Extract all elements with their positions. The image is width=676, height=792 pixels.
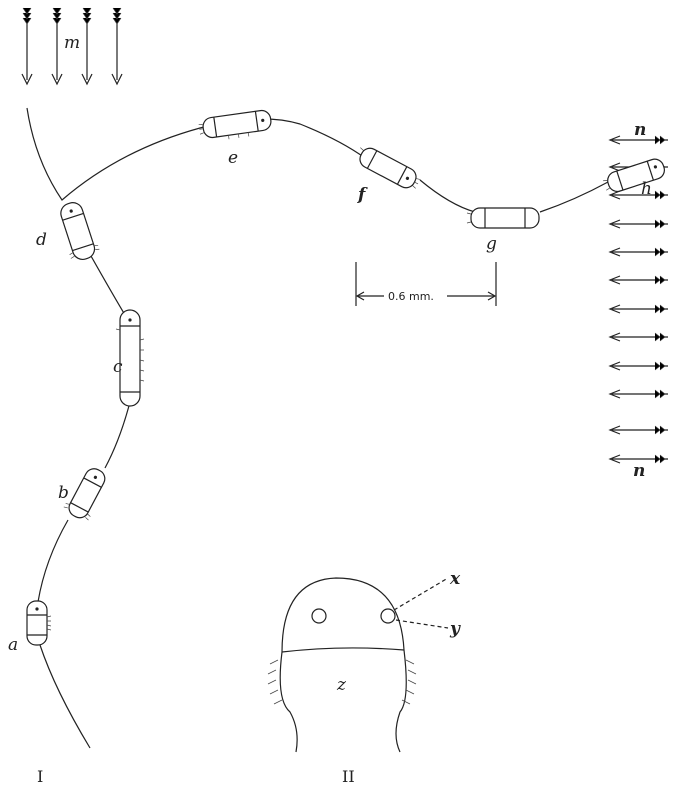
path-trace	[26, 107, 609, 749]
label-d: d	[36, 230, 47, 250]
organism-f	[359, 147, 421, 189]
organism-e	[198, 109, 272, 140]
label-x: x	[449, 569, 461, 589]
arrow-m-1	[21, 7, 33, 86]
label-n-bottom: n	[633, 461, 645, 481]
label-m: m	[64, 33, 80, 53]
label-c: c	[113, 357, 123, 377]
scale-bar-label: 0.6 mm.	[388, 290, 434, 303]
scale-bar: 0.6 mm.	[355, 262, 497, 306]
label-b: b	[58, 483, 69, 503]
arrow-m-4	[111, 7, 123, 86]
organism-g	[466, 207, 540, 229]
arrow-m-3	[81, 7, 93, 86]
arrow-n-9	[608, 361, 668, 371]
organism-a	[26, 600, 52, 646]
arrow-n-12	[608, 454, 668, 464]
panel-label-two: II	[342, 767, 355, 786]
organism-h	[603, 158, 665, 193]
label-e: e	[228, 148, 238, 168]
downward-stimulus-arrows: m	[21, 7, 123, 86]
arrow-m-2	[51, 7, 63, 86]
arrow-n-8	[608, 332, 668, 342]
arrow-n-3	[608, 190, 668, 200]
label-y: y	[449, 619, 461, 639]
label-f: f	[357, 185, 368, 205]
arrow-n-7	[608, 304, 668, 314]
label-h: h	[641, 179, 652, 199]
organism-c	[115, 309, 145, 407]
eyespot-left	[311, 608, 327, 624]
label-g: g	[486, 234, 497, 254]
organism-d	[60, 202, 100, 261]
arrow-n-10	[608, 389, 668, 399]
enlarged-head: x y z	[267, 569, 461, 753]
eyespot-right	[380, 608, 396, 624]
organism-b	[63, 468, 106, 521]
arrow-n-4	[608, 219, 668, 229]
label-a: a	[8, 635, 18, 655]
arrow-n-1	[608, 135, 668, 145]
label-n-top: n	[634, 120, 646, 140]
arrow-n-11	[608, 425, 668, 435]
label-z: z	[336, 675, 347, 695]
panel-label-one: I	[37, 767, 43, 786]
arrow-n-5	[608, 247, 668, 257]
arrow-n-6	[608, 275, 668, 285]
